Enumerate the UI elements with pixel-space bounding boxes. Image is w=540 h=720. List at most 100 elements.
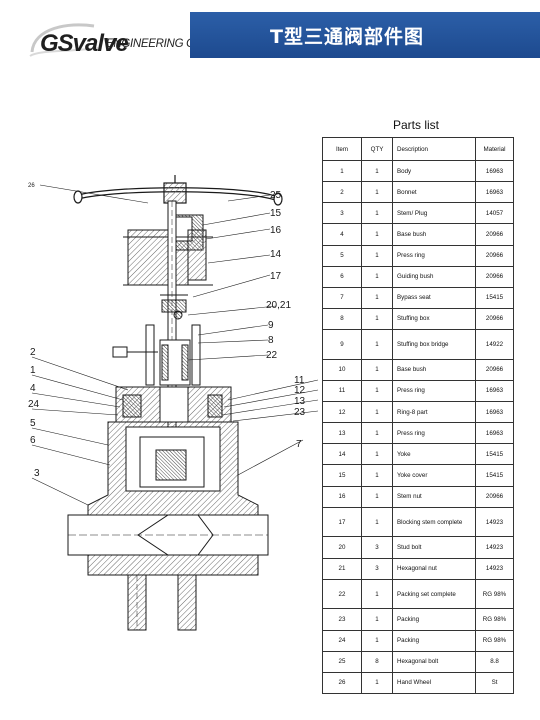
description-cell: Stem nut: [392, 485, 476, 508]
description-cell: Press ring: [392, 379, 476, 403]
item-cell: 20: [322, 536, 362, 559]
item-cell: 12: [322, 400, 362, 424]
callout-labels: 26 25 15 16 14 17 20,21 9 8 22 2 1 4 24 …: [28, 183, 306, 479]
item-cell: 5: [322, 244, 362, 267]
item-cell: 1: [322, 159, 362, 183]
callout-2: 2: [30, 347, 36, 358]
callout-1: 1: [30, 365, 36, 376]
item-cell: 2: [322, 181, 362, 204]
page-title: T型三通阀部件图: [270, 26, 424, 48]
callout-17: 17: [270, 271, 282, 282]
callout-4: 4: [30, 383, 36, 394]
item-cell: 15: [322, 464, 362, 487]
qty-cell: 1: [361, 202, 393, 225]
logo-swoosh-icon: [29, 23, 99, 57]
item-cell: 11: [322, 379, 362, 403]
handwheel: [73, 175, 283, 206]
qty-cell: 1: [361, 181, 393, 204]
callout-11: 11: [294, 375, 305, 386]
qty-cell: 1: [361, 464, 393, 487]
callout-3: 3: [34, 468, 40, 479]
material-cell: 16963: [475, 422, 514, 445]
callout-26: 26: [28, 183, 35, 189]
callout-7: 7: [296, 439, 302, 450]
item-cell: 17: [322, 506, 362, 538]
callout-23: 23: [294, 407, 306, 418]
material-cell: 20966: [475, 244, 514, 267]
material-cell: RG 98%: [475, 629, 514, 652]
qty-cell: 1: [361, 223, 393, 246]
leader-lines: [31, 184, 318, 506]
description-cell: Hexagonal nut: [392, 557, 476, 580]
description-cell: Stuffing box bridge: [392, 329, 476, 360]
material-cell: 15415: [475, 464, 514, 487]
valve-assembly-drawing: 26 25 15 16 14 17 20,21 9 8 22 2 1 4 24 …: [28, 175, 318, 631]
table-header-row: Item QTY Description Material: [322, 137, 514, 161]
item-cell: 25: [322, 650, 362, 673]
callout-14: 14: [270, 249, 282, 260]
callout-12: 12: [294, 385, 306, 396]
item-cell: 16: [322, 485, 362, 508]
description-cell: Bonnet: [392, 181, 476, 204]
qty-cell: 1: [361, 629, 393, 652]
qty-cell: 1: [361, 608, 393, 631]
material-cell: 15415: [475, 286, 514, 309]
description-cell: Base bush: [392, 223, 476, 246]
callout-20-21: 20,21: [266, 300, 291, 311]
callout-15: 15: [270, 208, 282, 219]
item-cell: 10: [322, 358, 362, 381]
material-cell: 15415: [475, 443, 514, 466]
qty-cell: 1: [361, 159, 393, 183]
qty-cell: 3: [361, 557, 393, 580]
qty-cell: 1: [361, 422, 393, 445]
material-cell: 20966: [475, 358, 514, 381]
qty-cell: 8: [361, 650, 393, 673]
description-cell: Packing: [392, 608, 476, 631]
description-cell: Press ring: [392, 422, 476, 445]
stem: [160, 200, 188, 477]
material-cell: RG 98%: [475, 578, 514, 610]
description-cell: Press ring: [392, 244, 476, 267]
callout-24: 24: [28, 399, 40, 410]
callout-16: 16: [270, 225, 282, 236]
bonnet: [115, 386, 232, 423]
item-cell: 24: [322, 629, 362, 652]
callout-25: 25: [270, 190, 282, 201]
description-cell: Stem/ Plug: [392, 202, 476, 225]
item-cell: 8: [322, 307, 362, 331]
material-cell: 14923: [475, 506, 514, 538]
title-bar: [190, 12, 540, 58]
description-cell: Packing set complete: [392, 578, 476, 610]
item-cell: 7: [322, 286, 362, 309]
item-cell: 3: [322, 202, 362, 225]
description-cell: Body: [392, 159, 476, 183]
description-cell: Blocking stem complete: [392, 506, 476, 538]
item-cell: 23: [322, 608, 362, 631]
description-cell: Guiding bush: [392, 265, 476, 288]
qty-cell: 1: [361, 671, 393, 695]
material-cell: 14922: [475, 329, 514, 360]
material-cell: 16963: [475, 181, 514, 204]
description-cell: Yoke: [392, 443, 476, 466]
parts-list-caption: Parts list: [393, 118, 440, 132]
column-header: Description: [392, 137, 476, 161]
qty-cell: 1: [361, 400, 393, 424]
material-cell: 14923: [475, 536, 514, 559]
material-cell: 16963: [475, 379, 514, 403]
description-cell: Stuffing box: [392, 307, 476, 331]
company-logo: GSvalve ENGINEERING GmbH: [28, 22, 218, 60]
